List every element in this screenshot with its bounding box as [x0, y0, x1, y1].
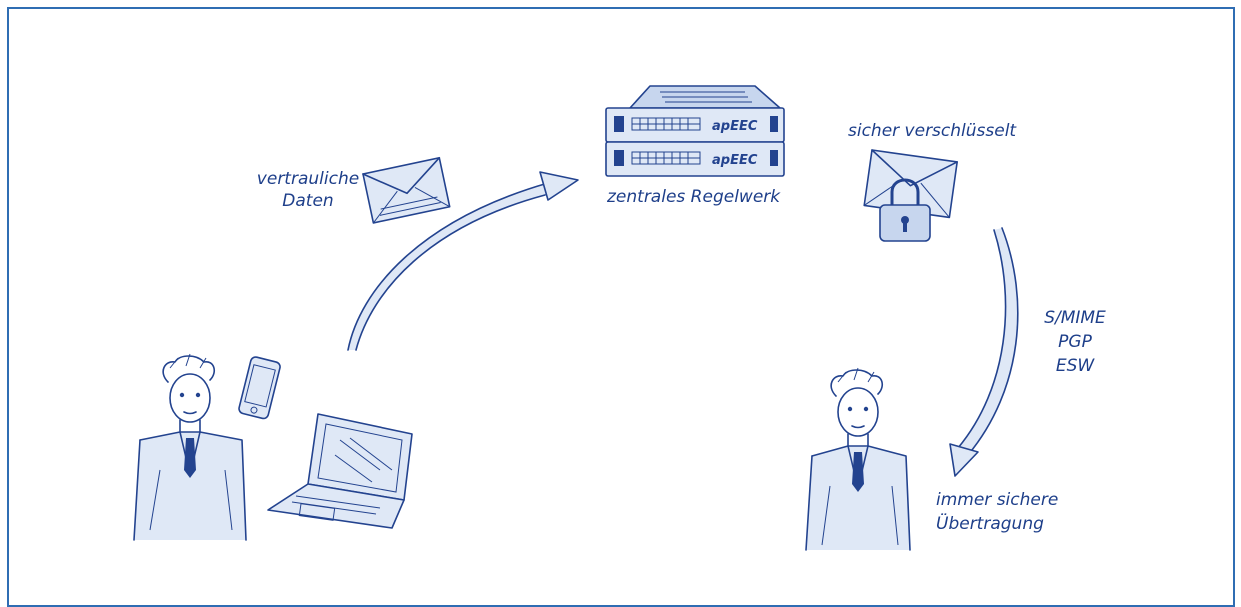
arrow-to-recipient-icon [949, 227, 1019, 477]
label-confidential-line1: vertrauliche [256, 169, 360, 189]
padlock-icon [879, 178, 931, 242]
label-encrypted: sicher verschlüsselt [848, 121, 1017, 141]
server-brand-top: apEEC [712, 119, 758, 134]
protocol-pgp: PGP [1058, 332, 1092, 352]
server-rack-icon: apEEC apEEC [605, 85, 785, 177]
laptop-icon [267, 413, 413, 529]
label-secure-line2: Übertragung [936, 514, 1044, 534]
protocol-smime: S/MIME [1044, 308, 1106, 328]
envelope-icon [362, 156, 451, 224]
sender-person-icon [133, 353, 247, 541]
arrow-to-server-icon [347, 171, 579, 351]
server-brand-bottom: apEEC [712, 153, 758, 168]
recipient-person-icon [805, 367, 911, 551]
label-confidential-line2: Daten [282, 191, 334, 211]
protocol-esw: ESW [1055, 356, 1095, 376]
label-secure-transfer: immer sichere Übertragung [936, 488, 1058, 536]
diagram-canvas: apEEC apEEC [133, 85, 1019, 551]
label-confidential-data: vertrauliche Daten [248, 168, 368, 212]
label-protocols: S/MIME PGP ESW [1040, 306, 1110, 378]
label-central-rules: zentrales Regelwerk [607, 187, 781, 207]
label-secure-line1: immer sichere [936, 490, 1059, 510]
smartphone-icon [238, 356, 281, 420]
encrypted-envelope-icon [863, 149, 958, 242]
